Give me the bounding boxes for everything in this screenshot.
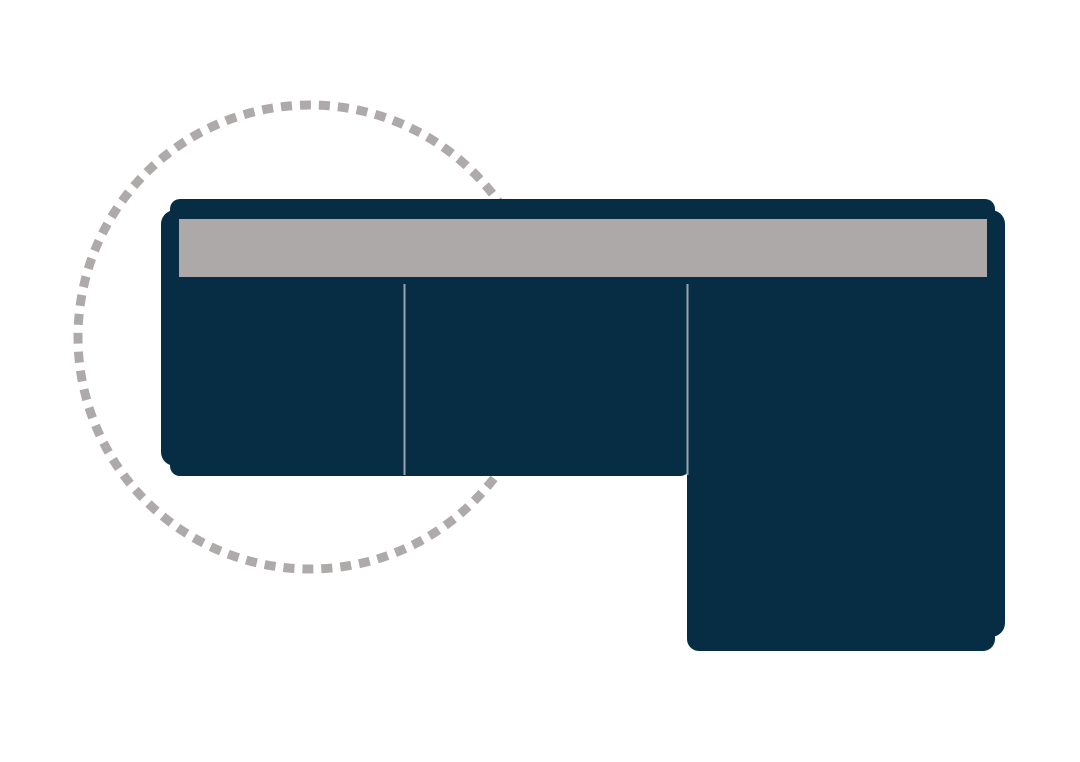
chaise-front-lip [687, 440, 995, 651]
back-cushion [179, 219, 987, 277]
chaise-joint [687, 300, 707, 490]
seat-front-lip [170, 440, 690, 476]
